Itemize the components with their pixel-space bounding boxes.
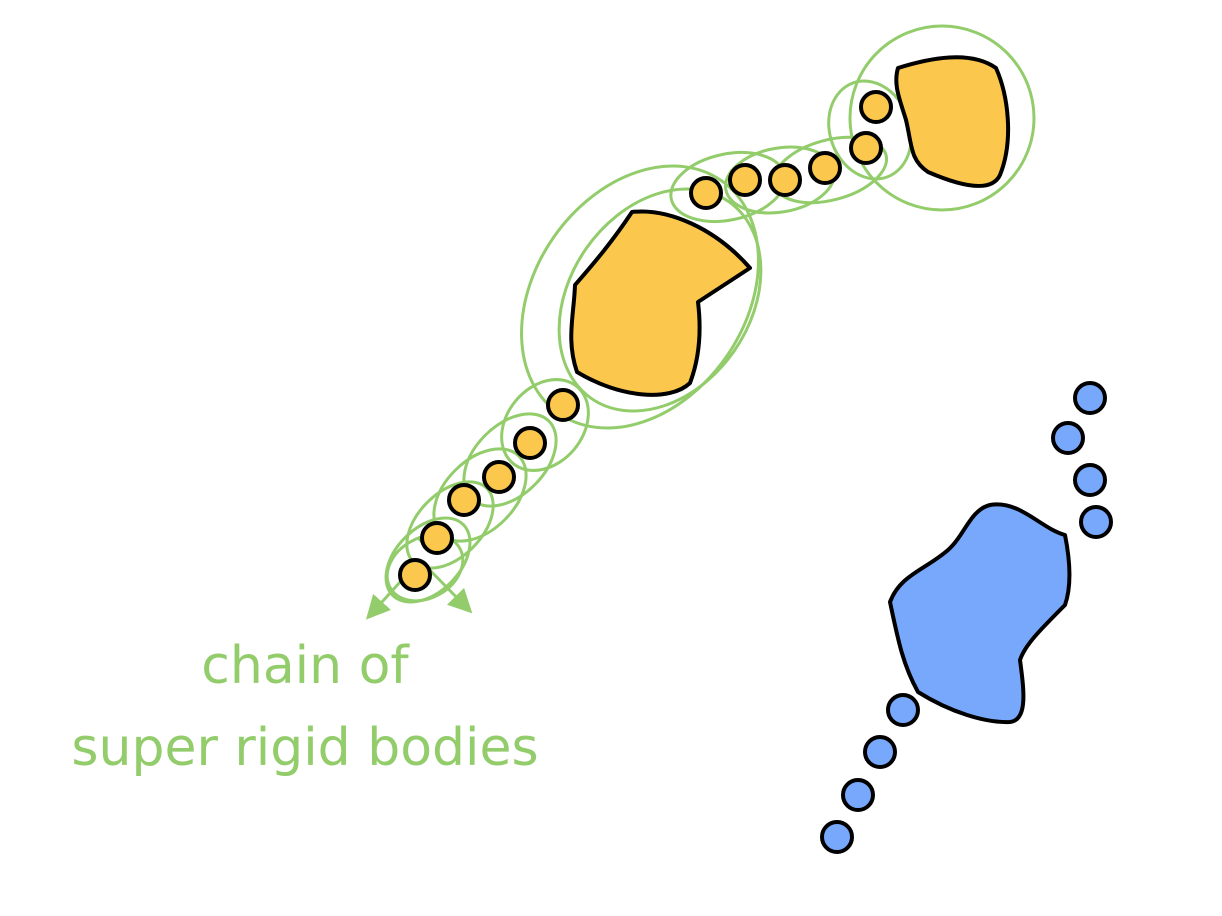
- orange-bead: [808, 151, 842, 185]
- orange-bead: [859, 90, 893, 124]
- orange-molecule: [398, 55, 1011, 592]
- blue-bead: [886, 693, 920, 727]
- orange-bead: [689, 176, 723, 210]
- orange-bead: [546, 388, 580, 422]
- orange-bead: [420, 521, 454, 555]
- label-line-2: super rigid bodies: [71, 718, 538, 778]
- orange-bead: [849, 131, 883, 165]
- blue-molecule: [820, 381, 1113, 854]
- blue-blob: [888, 502, 1072, 725]
- blue-bead: [1051, 421, 1085, 455]
- orange-bead: [768, 163, 802, 197]
- blue-bead: [841, 778, 875, 812]
- orange-blob-top-right: [894, 55, 1011, 188]
- super-rigid-body-ellipses: [384, 24, 1036, 604]
- rigid-body-ellipse-bottom: [385, 533, 465, 603]
- orange-bead: [447, 483, 481, 517]
- rigid-body-ellipse-middle-inner: [557, 187, 763, 413]
- label-line-1: chain of: [201, 636, 410, 696]
- blue-bead: [1073, 381, 1107, 415]
- orange-bead: [482, 460, 516, 494]
- orange-bead: [728, 163, 762, 197]
- blue-bead: [863, 735, 897, 769]
- blue-bead: [1073, 463, 1107, 497]
- blue-bead: [820, 820, 854, 854]
- orange-bead: [513, 426, 547, 460]
- blue-bead: [1079, 505, 1113, 539]
- orange-blob-middle: [569, 209, 752, 397]
- orange-bead: [398, 558, 432, 592]
- rigid-body-ellipse-lower-chain: [500, 378, 590, 472]
- rigid-body-ellipse-top-right: [848, 24, 1036, 212]
- rigid-body-ellipse-lower-chain: [384, 516, 472, 604]
